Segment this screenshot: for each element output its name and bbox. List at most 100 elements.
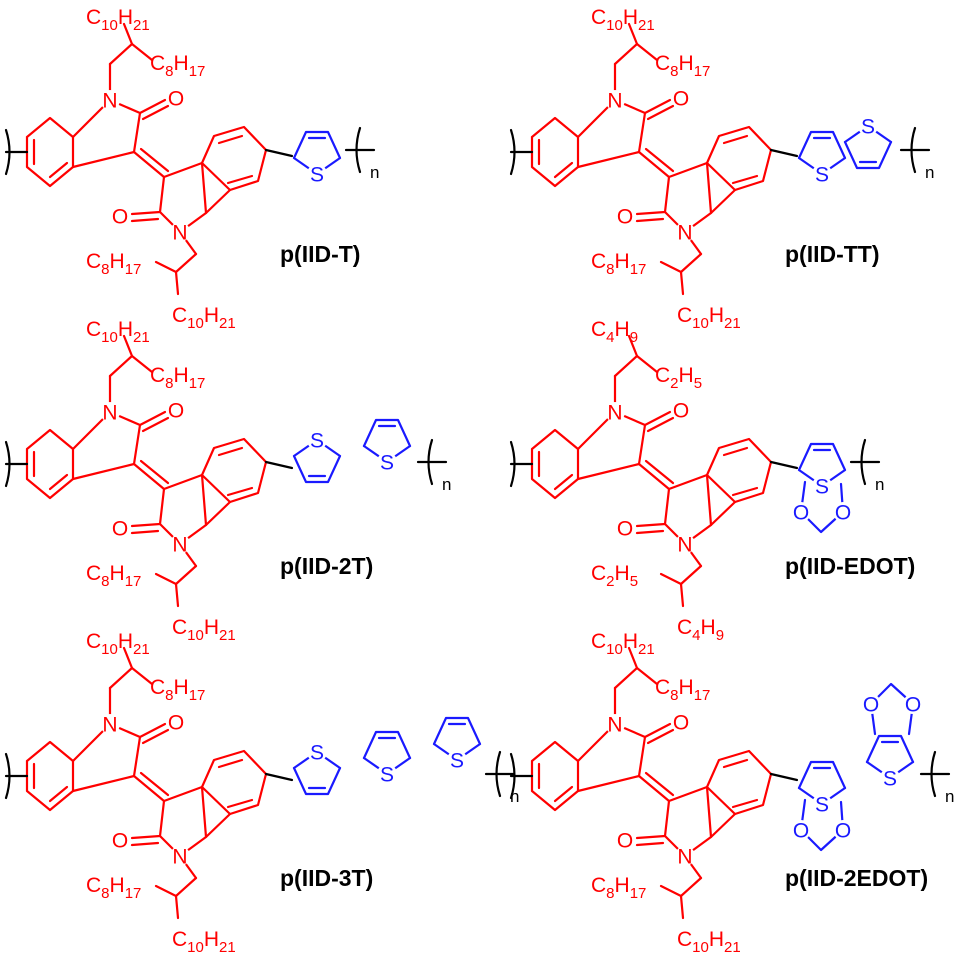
oxygen-atom: O [793, 820, 809, 843]
repeat-bracket-close [930, 750, 937, 798]
donor-link-bond [769, 460, 799, 470]
formula-element: C [591, 562, 606, 585]
sulfur-atom: S [450, 750, 464, 773]
repeat-bracket-close [860, 438, 867, 486]
repeat-unit-n: n [510, 787, 519, 806]
carbonyl-bond [138, 98, 167, 115]
formula-element: H [204, 304, 219, 327]
formula-element: H [110, 562, 125, 585]
formula-element: H [679, 364, 694, 387]
formula-subscript: 2 [670, 375, 678, 392]
atom-mask [675, 222, 695, 242]
carbonyl-bond [130, 834, 162, 840]
thienothiophene-ring-a [797, 130, 847, 160]
formula-subscript: 8 [101, 573, 109, 590]
atom-mask [166, 400, 186, 420]
side-chain-formula-bottom-2: C10H21 [172, 304, 236, 332]
donor-link-bond [769, 772, 799, 782]
carbonyl-double [646, 728, 675, 745]
atom-mask [675, 846, 695, 866]
central-double-bond [637, 774, 671, 803]
formula-element: C [591, 630, 606, 653]
sulfur-atom: S [380, 452, 394, 475]
oxygen-atom: O [905, 694, 921, 717]
formula-subscript: 8 [101, 885, 109, 902]
formula-subscript: 21 [724, 939, 741, 956]
atom-mask [903, 694, 923, 714]
oxygen-atom: O [673, 712, 689, 735]
double-bond [731, 486, 759, 497]
carbonyl-bond [635, 210, 667, 216]
polymer-label: p(IID-2EDOT) [785, 865, 928, 891]
ring-fusion [709, 812, 737, 839]
formula-element: H [118, 6, 133, 29]
thiophene-ring-3 [432, 716, 482, 746]
formula-element: C [655, 52, 670, 75]
atom-mask [307, 164, 327, 184]
central-double-bond [637, 150, 671, 179]
thiophene-ring [292, 130, 342, 160]
formula-element: H [204, 928, 219, 951]
formula-element: H [709, 928, 724, 951]
thiophene-ring-1 [292, 766, 342, 796]
donor-link-bond [264, 460, 294, 470]
nitrogen-atom: N [677, 222, 692, 245]
atom-mask [307, 430, 327, 450]
formula-subscript: 17 [630, 885, 647, 902]
atom-mask [100, 90, 120, 110]
side-chain-top [613, 354, 659, 378]
atom-mask [166, 712, 186, 732]
atom-mask [605, 90, 625, 110]
central-double-bond-2 [139, 459, 170, 485]
nitrogen-atom: N [172, 222, 187, 245]
formula-subscript: 8 [606, 261, 614, 278]
formula-element: H [110, 874, 125, 897]
carbonyl-bond [643, 722, 672, 739]
thiophene-ring-1 [292, 454, 342, 484]
formula-subscript: 4 [692, 627, 700, 644]
formula-subscript: 10 [692, 315, 709, 332]
atom-mask [833, 820, 853, 840]
atom-mask [812, 476, 832, 496]
formula-element: C [86, 630, 101, 653]
side-chain-bottom-branch [174, 270, 180, 296]
side-chain-top [613, 666, 659, 690]
formula-element: H [623, 6, 638, 29]
atom-mask [833, 502, 853, 522]
oxygen-atom: O [112, 830, 128, 853]
formula-subscript: 10 [101, 641, 118, 658]
formula-subscript: 10 [187, 939, 204, 956]
double-bond [217, 446, 244, 457]
formula-element: H [709, 304, 724, 327]
oxygen-atom: O [168, 400, 184, 423]
atom-mask [671, 88, 691, 108]
formula-element: H [174, 364, 189, 387]
formula-subscript: 8 [670, 63, 678, 80]
carbonyl-double [635, 529, 665, 535]
nitrogen-atom: N [102, 402, 117, 425]
side-chain-formula-top-1: C4H9 [591, 318, 638, 346]
repeat-unit-n: n [442, 475, 451, 494]
nitrogen-atom: N [172, 534, 187, 557]
side-chain-bottom-branch [174, 582, 180, 608]
carbonyl-bond [643, 98, 672, 115]
sulfur-atom: S [310, 742, 324, 765]
side-chain-bottom [154, 564, 198, 586]
side-chain-formula-top-2: C2H5 [655, 364, 702, 392]
donor-link-bond [264, 772, 294, 782]
nitrogen-atom: N [677, 846, 692, 869]
double-bond [553, 161, 574, 179]
formula-subscript: 8 [165, 63, 173, 80]
repeat-unit-n: n [370, 163, 379, 182]
double-bond [48, 785, 69, 803]
repeat-bracket-close [495, 750, 502, 798]
central-double-bond-2 [139, 771, 170, 797]
atom-mask [377, 452, 397, 472]
sulfur-atom: S [815, 164, 829, 187]
formula-element: H [615, 874, 630, 897]
atom-mask [170, 534, 190, 554]
oxygen-atom: O [863, 694, 879, 717]
formula-subscript: 9 [630, 329, 638, 346]
